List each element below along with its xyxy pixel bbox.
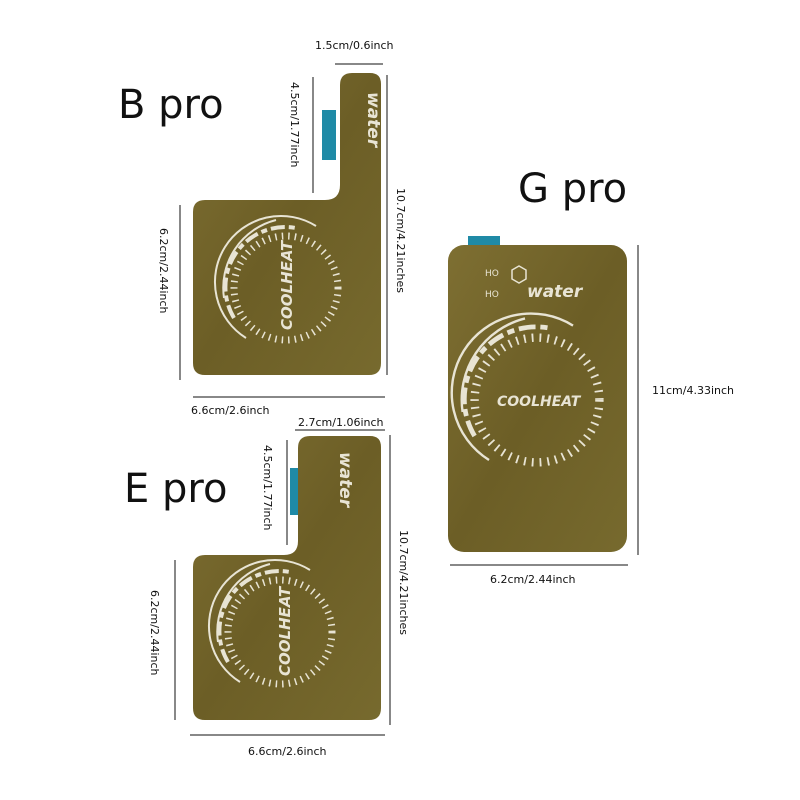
e-pro-plate: COOLHEAT water 2.7cm/1.06inch 4.5cm/1.77… bbox=[148, 416, 410, 758]
e-pro-total-height: 10.7cm/4.21inches bbox=[397, 530, 410, 635]
b-pro-brand: COOLHEAT bbox=[278, 239, 296, 330]
g-pro-plate: HO HO water COOLHEAT 11cm/4.33inch 6.2cm… bbox=[448, 236, 734, 586]
g-pro-logo: water bbox=[527, 282, 584, 302]
e-pro-tab-height: 4.5cm/1.77inch bbox=[261, 445, 274, 531]
b-pro-title: B pro bbox=[118, 82, 224, 128]
g-pro-title: G pro bbox=[518, 166, 628, 212]
g-pro-brand: COOLHEAT bbox=[497, 394, 582, 410]
g-pro-width: 6.2cm/2.44inch bbox=[490, 573, 576, 586]
b-pro-logo: water bbox=[363, 92, 383, 149]
b-pro-tape bbox=[322, 110, 336, 160]
e-pro-body-height: 6.2cm/2.44inch bbox=[148, 590, 161, 676]
svg-text:HO: HO bbox=[485, 269, 499, 279]
e-pro-title: E pro bbox=[124, 466, 228, 512]
b-pro-tab-width: 1.5cm/0.6inch bbox=[315, 39, 394, 52]
svg-text:HO: HO bbox=[485, 290, 499, 300]
e-pro-body-width: 6.6cm/2.6inch bbox=[248, 745, 327, 758]
e-pro-tab-width: 2.7cm/1.06inch bbox=[298, 416, 384, 429]
e-pro-brand: COOLHEAT bbox=[276, 585, 294, 676]
g-pro-height: 11cm/4.33inch bbox=[652, 384, 734, 397]
b-pro-plate: COOLHEAT water 1.5cm/0.6inch 4.5cm/1.77i… bbox=[157, 39, 407, 417]
b-pro-body-width: 6.6cm/2.6inch bbox=[191, 404, 270, 417]
b-pro-total-height: 10.7cm/4.21inches bbox=[394, 188, 407, 293]
e-pro-logo: water bbox=[335, 452, 355, 509]
b-pro-tab-height: 4.5cm/1.77inch bbox=[288, 82, 301, 168]
b-pro-body-height: 6.2cm/2.44inch bbox=[157, 228, 170, 314]
